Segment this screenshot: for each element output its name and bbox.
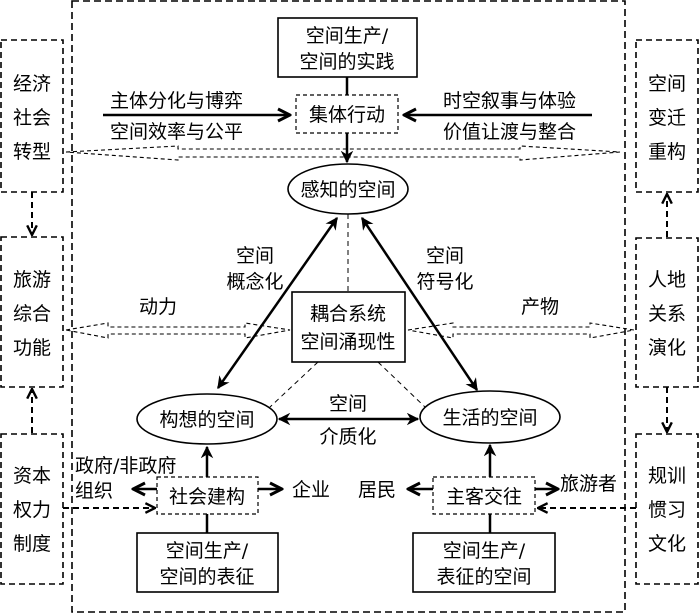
top-production-line2: 空间的实践 (299, 51, 394, 73)
coupling-system-line1: 耦合系统 (310, 303, 386, 325)
right-box-2-line1: 人地 (648, 269, 686, 291)
host-guest-label: 主客交往 (446, 486, 522, 508)
right-box-discipline-habit: 规训 惯习 文化 (635, 433, 699, 585)
symbolization-arrow (360, 216, 479, 392)
left-box-capital-power: 资本 权力 制度 (0, 433, 64, 585)
residents-label: 居民 (358, 479, 396, 501)
coupling-system-line2: 空间涌现性 (300, 331, 395, 353)
transform-arrow-row1 (65, 145, 621, 161)
left-box-tourism-function: 旅游 综合 功能 (0, 236, 64, 388)
right-box-2-line2: 关系 (648, 303, 686, 325)
left-box-2-line3: 功能 (13, 337, 51, 359)
driving-force-arrow (65, 322, 291, 339)
coupling-link-right (377, 361, 426, 408)
right-box-1-line1: 空间 (648, 73, 686, 95)
gov-ngo-line1: 政府/非政府 (75, 455, 176, 477)
perceived-space-label: 感知的空间 (300, 179, 395, 201)
left-input-line1: 主体分化与博弈 (110, 90, 243, 112)
right-box-3-line3: 文化 (648, 533, 686, 555)
top-production-line1: 空间生产/ (306, 25, 389, 47)
tourists-label: 旅游者 (560, 473, 617, 495)
social-construction-box (156, 476, 259, 515)
right-box-space-change: 空间 变迁 重构 (635, 39, 699, 193)
conceived-space-ellipse (136, 393, 278, 445)
collective-action-box (295, 94, 399, 134)
lived-space-ellipse (419, 390, 561, 444)
coupling-system-box (291, 291, 406, 363)
right-input-line2: 价值让渡与整合 (443, 121, 576, 143)
mediation-line1: 空间 (329, 393, 367, 415)
bottom-right-production-box (412, 532, 556, 593)
left-box-3-line3: 制度 (13, 533, 51, 555)
right-box-1-line3: 重构 (648, 141, 686, 163)
bottom-right-production-line2: 表征的空间 (436, 566, 531, 588)
right-box-3-line1: 规训 (648, 465, 686, 487)
left-box-3-line1: 资本 (13, 465, 51, 487)
conceived-space-label: 构想的空间 (159, 409, 254, 431)
bottom-right-production-line1: 空间生产/ (443, 540, 526, 562)
conceptualization-arrow (216, 216, 339, 390)
conceptualization-line1: 空间 (236, 245, 274, 267)
enterprise-label: 企业 (292, 479, 330, 501)
perceived-space-ellipse (287, 163, 409, 215)
host-guest-box (432, 476, 536, 515)
right-box-human-land: 人地 关系 演化 (635, 237, 699, 388)
right-box-1-line2: 变迁 (648, 107, 686, 129)
left-box-3-line2: 权力 (13, 499, 51, 521)
gov-ngo-line2: 组织 (75, 480, 113, 502)
top-production-box (277, 17, 418, 78)
bottom-left-production-line1: 空间生产/ (166, 540, 249, 562)
symbolization-line1: 空间 (426, 245, 464, 267)
left-box-2-line1: 旅游 (13, 269, 51, 291)
bottom-left-production-line2: 空间的表征 (159, 566, 254, 588)
right-input-line1: 时空叙事与体验 (443, 90, 576, 112)
right-box-3-line2: 惯习 (648, 499, 686, 521)
social-construction-label: 社会建构 (169, 486, 245, 508)
product-label: 产物 (521, 296, 559, 318)
mediation-line2: 介质化 (319, 426, 376, 448)
left-box-2-line2: 综合 (13, 303, 51, 325)
left-box-1-line2: 社会 (13, 107, 51, 129)
outer-frame (71, 0, 626, 613)
lived-space-label: 生活的空间 (442, 407, 537, 429)
right-box-2-line3: 演化 (648, 337, 686, 359)
conceptualization-line2: 概念化 (226, 270, 283, 293)
symbolization-line2: 符号化 (416, 271, 473, 293)
coupling-link-left (269, 361, 319, 408)
bottom-left-production-box (136, 532, 279, 593)
left-box-1-line3: 转型 (13, 141, 51, 163)
left-box-1-line1: 经济 (13, 73, 51, 95)
collective-action-label: 集体行动 (309, 104, 385, 126)
left-box-economic-social: 经济 社会 转型 (0, 39, 64, 193)
left-input-line2: 空间效率与公平 (110, 121, 243, 143)
driving-force-label: 动力 (139, 296, 177, 318)
